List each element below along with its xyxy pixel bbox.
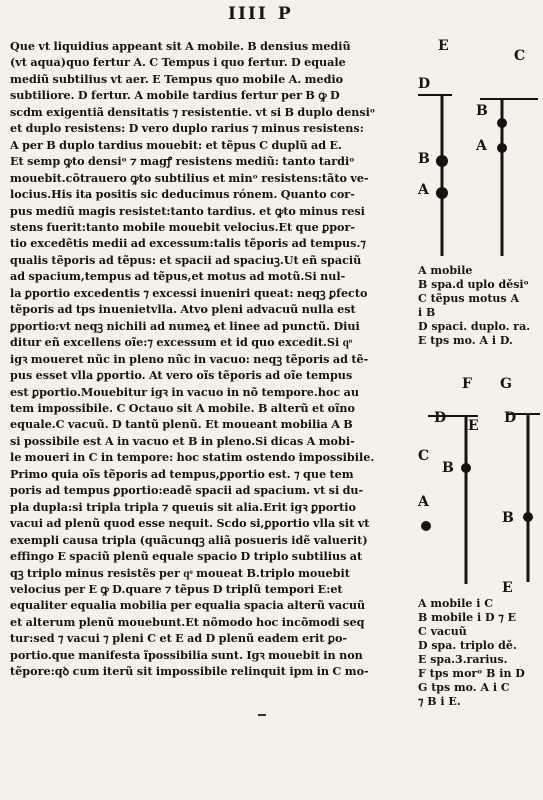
text-line: pla dupla:si tripla tripla ⁊ queuis sit … bbox=[10, 499, 357, 514]
label-b-right: B bbox=[502, 510, 514, 526]
label-d: D bbox=[418, 76, 430, 92]
caption-line: C vacuũ bbox=[418, 625, 467, 638]
text-line: (vt aqua)quo fertur A. C Tempus i quo fe… bbox=[10, 55, 346, 70]
text-line: igꝛ moueret nũc in pleno nũc in vacuo: n… bbox=[10, 351, 369, 366]
caption-line: B mobile i D ⁊ E bbox=[418, 611, 517, 624]
text-line: ditur eñ excellens oĩe:⁊ excessum et id … bbox=[10, 335, 353, 350]
caption-line: B spa.d uplo děsiᵒ bbox=[418, 278, 529, 291]
caption-line: C tẽpus motus A bbox=[418, 292, 519, 305]
label-d-left: D bbox=[434, 410, 446, 426]
text-line: si possibile est A in vacuo et B in plen… bbox=[10, 433, 355, 448]
point-b-left bbox=[461, 463, 471, 473]
label-f: F bbox=[462, 376, 472, 392]
point-b-right bbox=[523, 512, 533, 522]
text-line: stens fuerit:tanto mobile mouebit veloci… bbox=[10, 219, 356, 234]
caption-line: G tps mo. A i C bbox=[418, 681, 510, 694]
label-a-left: A bbox=[417, 182, 430, 198]
label-a-right: A bbox=[475, 138, 488, 154]
page-header: IIII P bbox=[228, 4, 293, 24]
label-b-right: B bbox=[476, 103, 488, 119]
catchword-mark bbox=[258, 714, 266, 716]
text-line: exempli causa tripla (quãcunqꝫ aliã posu… bbox=[10, 532, 368, 547]
text-line: tio excedẽtis medii ad excessum:talis tẽ… bbox=[10, 236, 366, 251]
text-line: qꝫ triplo minus resistẽs per qͦ moueat B… bbox=[10, 565, 350, 580]
text-line: scdm exigentiã densitatis ⁊ resistentie.… bbox=[10, 104, 376, 119]
signature-mark: P bbox=[277, 4, 293, 24]
upper-diagram: E C D B A B A bbox=[417, 38, 538, 256]
label-g: G bbox=[500, 376, 512, 392]
text-line: le moueri in C in tempore: hoc statim os… bbox=[10, 450, 375, 465]
text-line: ꝑportio:vt neqꝫ nichili ad numeꝝ et line… bbox=[10, 318, 360, 333]
text-line: vacui ad plenũ quod esse nequit. Scdo si… bbox=[10, 516, 370, 531]
label-b-left: B bbox=[418, 151, 430, 167]
label-d-right: D bbox=[504, 410, 516, 426]
label-e: E bbox=[438, 38, 449, 54]
label-a: A bbox=[417, 494, 430, 510]
text-line: pus mediũ magis resistet:tanto tardius. … bbox=[10, 203, 365, 218]
point-a-left bbox=[436, 187, 448, 199]
point-a-left bbox=[421, 521, 431, 531]
folio-number: IIII bbox=[228, 4, 268, 24]
text-line: et alterum plenũ mouebunt.Et nõmodo hoc … bbox=[10, 614, 365, 629]
caption-line: F tps morᵒ B in D bbox=[418, 667, 525, 680]
text-line: equaliter equalia mobilia per equalia sp… bbox=[10, 598, 366, 613]
text-line: est ꝑportio.Mouebitur igꝛ in vacuo in nõ… bbox=[10, 384, 359, 399]
text-line: Et semp ꝙto densiᵒ ⁊ magꝭ resistens medi… bbox=[10, 154, 355, 169]
label-b-left: B bbox=[442, 460, 454, 476]
text-line: velocius per E ꝙ D.quare ⁊ tẽpus D tripl… bbox=[10, 581, 343, 596]
point-b-right bbox=[497, 118, 507, 128]
caption-line: ⁊ B i E. bbox=[418, 695, 461, 708]
text-line: equale.C vacuũ. D tantũ plenũ. Et mouean… bbox=[10, 417, 353, 432]
point-a-right bbox=[497, 143, 507, 153]
text-line: mediũ subtilius vt aer. E Tempus quo mob… bbox=[10, 71, 344, 86]
text-line: mouebit.cõtrauero ꝙto subtilius et minᵒ … bbox=[10, 170, 369, 185]
text-line: locius.His ita positis sic deducimus rón… bbox=[10, 187, 355, 202]
text-line: tẽpore:qꝺ cum iterũ sit impossibile reli… bbox=[10, 664, 369, 679]
text-line: pus esset vlla ꝑportio. At vero oĩs tẽpo… bbox=[10, 368, 353, 383]
label-c: C bbox=[514, 48, 525, 64]
caption-line: i B bbox=[418, 306, 436, 319]
main-text-block: Que vt liquidius appeant sit A mobile. B… bbox=[10, 38, 406, 680]
text-line: subtiliore. D fertur. A mobile tardius f… bbox=[10, 88, 340, 103]
text-line: A per B duplo tardius mouebit: et tẽpus … bbox=[10, 137, 342, 152]
caption-line: E spa.3.rarius. bbox=[418, 653, 508, 666]
text-line: la ꝑportio excedentis ⁊ excessi inueniri… bbox=[10, 285, 368, 300]
text-line: tur:sed ⁊ vacui ⁊ pleni C et E ad D plen… bbox=[10, 631, 348, 646]
caption-line: E tps mo. A i D. bbox=[418, 334, 513, 347]
text-line: qualis tẽporis ad tẽpus: et spacii ad sp… bbox=[10, 252, 362, 267]
text-line: portio.que manifesta ĩpossibilia sunt. I… bbox=[10, 647, 363, 662]
caption-line: A mobile i C bbox=[418, 597, 493, 610]
text-line: et duplo resistens: D vero duplo rarius … bbox=[10, 121, 364, 136]
caption-line: A mobile bbox=[418, 264, 473, 277]
label-e-left: E bbox=[468, 418, 479, 434]
text-line: Primo quia oĩs tẽporis ad tempus,ꝑportio… bbox=[10, 466, 354, 481]
text-line: poris ad tempus ꝑportio:eadẽ spacii ad s… bbox=[10, 483, 364, 498]
caption-line: D spa. triplo dě. bbox=[418, 639, 517, 652]
text-line: tem impossibile. C Octauo sit A mobile. … bbox=[10, 400, 355, 415]
lower-diagram: F G D E C B A D B E bbox=[417, 376, 540, 596]
text-line: Que vt liquidius appeant sit A mobile. B… bbox=[10, 39, 351, 53]
label-e-right: E bbox=[502, 580, 513, 596]
label-c: C bbox=[418, 448, 429, 464]
text-line: ad spacium,tempus ad tẽpus,et motus ad m… bbox=[10, 269, 346, 284]
point-b-left bbox=[436, 155, 448, 167]
caption-line: D spaci. duplo. ra. bbox=[418, 320, 531, 333]
text-line: effingo E spaciũ plenũ equale spacio D t… bbox=[10, 549, 363, 564]
text-line: tẽporis ad tps inuenietvlla. Atvo pleni … bbox=[10, 302, 356, 317]
